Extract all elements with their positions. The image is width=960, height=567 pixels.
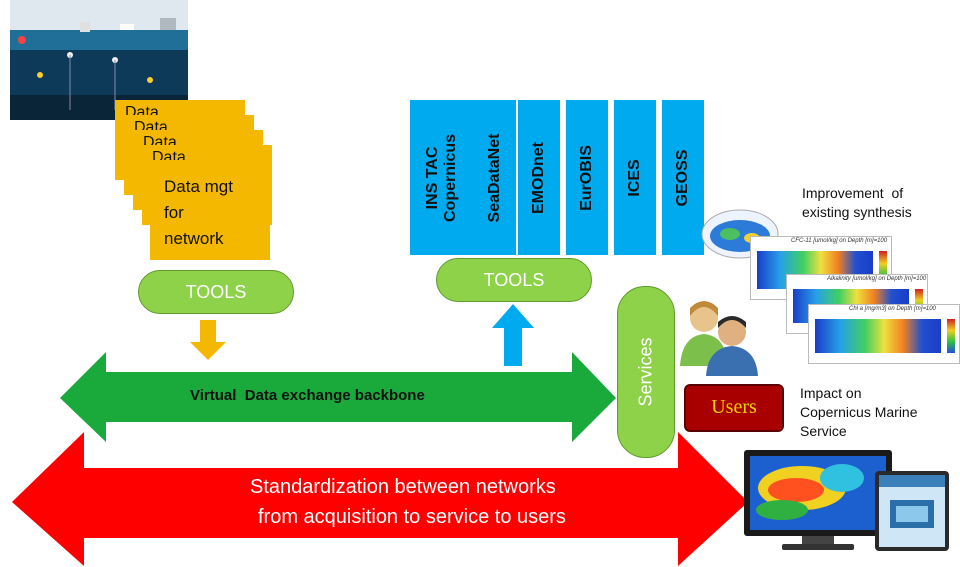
up-arrow xyxy=(492,304,534,366)
users-icon xyxy=(676,296,762,376)
monitor-image xyxy=(742,448,894,552)
impact-line: Service xyxy=(800,423,847,439)
data-mgt-card: Data mgt for network xyxy=(150,160,270,260)
backbone-arrow xyxy=(60,352,616,442)
infra-box-eurobis: EurOBIS xyxy=(566,100,608,255)
users-box: Users xyxy=(684,384,784,432)
infra-box-seadatanet: SeaDataNet xyxy=(474,100,516,255)
impact-note: Impact on Copernicus Marine Service xyxy=(800,384,918,441)
improvement-note: Improvement of existing synthesis xyxy=(802,184,912,222)
tools-pill-left: TOOLS xyxy=(138,270,294,314)
services-label: Services xyxy=(635,337,656,407)
improvement-line: Improvement of xyxy=(802,185,904,201)
services-pill: Services xyxy=(617,286,675,458)
standardization-arrow xyxy=(12,432,748,566)
improvement-line: existing synthesis xyxy=(802,204,912,220)
down-arrow xyxy=(190,320,226,360)
synthesis-map-image-3: Chl a [mg/m3] on Depth [m]=100 xyxy=(808,304,960,364)
infra-box-geoss: GEOSS xyxy=(662,100,704,255)
standardization-label-line2: from acquisition to service to users xyxy=(258,506,566,528)
standardization-label-line1: Standardization between networks xyxy=(250,476,556,498)
data-mgt-line: for xyxy=(164,203,184,222)
data-mgt-line: network xyxy=(164,229,224,248)
impact-line: Impact on xyxy=(800,385,862,401)
data-mgt-line: Data mgt xyxy=(164,177,233,196)
infra-box-ices: ICES xyxy=(614,100,656,255)
backbone-label: Virtual Data exchange backbone xyxy=(190,387,425,404)
data-mgt-label: Data mgt for network xyxy=(164,174,264,252)
impact-line: Copernicus Marine xyxy=(800,404,918,420)
tablet-image xyxy=(874,470,950,552)
tools-pill-right: TOOLS xyxy=(436,258,592,302)
infra-box-emodnet: EMODnet xyxy=(518,100,560,255)
